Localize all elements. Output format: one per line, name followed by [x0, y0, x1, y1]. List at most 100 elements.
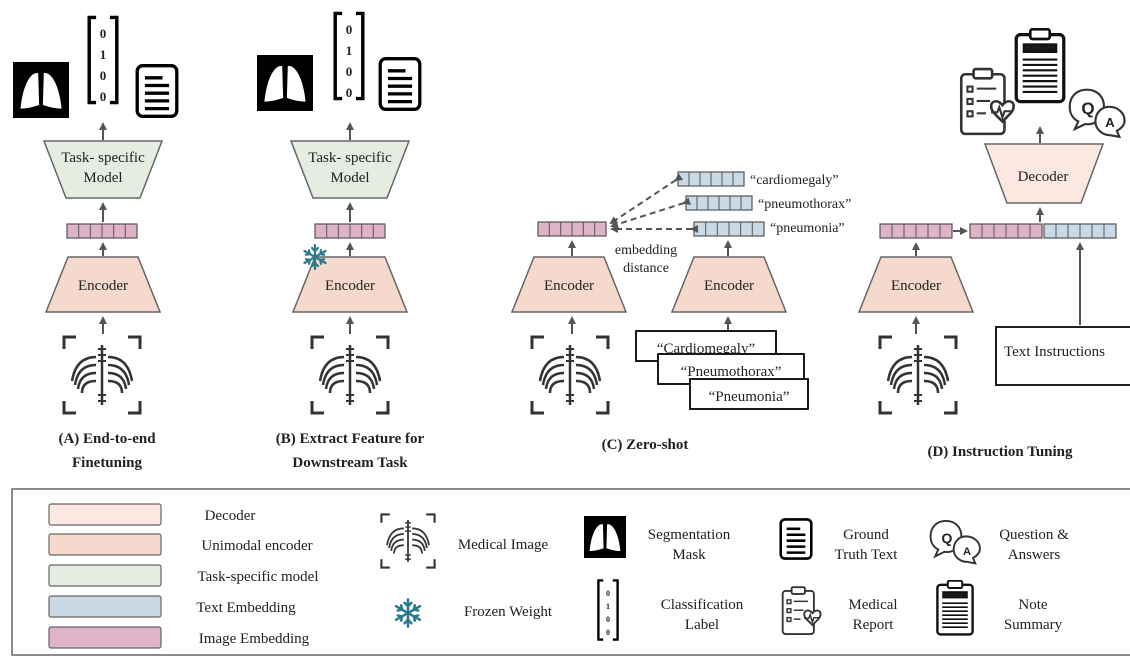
- svg-text:Ground: Ground: [843, 527, 889, 543]
- prompt-cards: “Cardiomegaly” “Pneumothorax” “Pneumonia…: [635, 330, 809, 410]
- svg-text:Label: Label: [685, 617, 719, 633]
- svg-text:Medical Image: Medical Image: [458, 537, 549, 553]
- question-answers-icon: Q A: [1068, 88, 1126, 138]
- legend: Decoder Unimodal encoder Task-specific m…: [11, 488, 1130, 656]
- medical-report-icon: [959, 67, 1016, 136]
- svg-text:Medical: Medical: [848, 597, 897, 613]
- ground-truth-text-icon: [779, 518, 813, 560]
- legend-swatch-task-specific-model: [48, 564, 162, 587]
- classification-label-icon: 0 1 0 0: [89, 17, 117, 104]
- svg-text:“Pneumothorax”: “Pneumothorax”: [681, 364, 782, 380]
- svg-text:distance: distance: [623, 261, 669, 276]
- svg-text:“pneumonia”: “pneumonia”: [770, 221, 845, 236]
- text-instructions-box: Text Instructions: [995, 326, 1130, 386]
- text-encoder: [670, 256, 788, 313]
- svg-text:Question &: Question &: [999, 527, 1069, 543]
- svg-text:Task- specific: Task- specific: [61, 150, 145, 166]
- svg-text:Image Embedding: Image Embedding: [199, 631, 310, 647]
- medical-report-icon: [781, 586, 822, 636]
- classification-label-icon: 0 1 0 0: [335, 13, 363, 100]
- svg-text:Classification: Classification: [661, 597, 744, 613]
- chest-xray-icon: [530, 335, 610, 415]
- legend-swatch-image-embedding: [48, 626, 162, 649]
- image-embedding: [66, 223, 138, 239]
- svg-text:0: 0: [100, 68, 107, 83]
- chest-xray-icon: [310, 335, 390, 415]
- svg-text:“cardiomegaly”: “cardiomegaly”: [750, 173, 839, 188]
- svg-text:“Cardiomegaly”: “Cardiomegaly”: [657, 341, 755, 357]
- svg-text:Model: Model: [330, 170, 369, 186]
- legend-color-swatches: Decoder Unimodal encoder Task-specific m…: [48, 503, 319, 649]
- panel-a: 0 1 0 0 Task- specific Model Encoder (A)…: [13, 17, 179, 471]
- segmentation-mask-icon: [13, 62, 69, 118]
- svg-text:0: 0: [100, 26, 107, 41]
- encoder: [291, 256, 409, 313]
- svg-text:0: 0: [346, 85, 353, 100]
- svg-text:1: 1: [346, 43, 353, 58]
- svg-text:A: A: [963, 546, 971, 558]
- svg-text:1: 1: [606, 602, 610, 611]
- svg-text:0: 0: [346, 64, 353, 79]
- segmentation-mask-icon: [257, 55, 313, 111]
- svg-text:A: A: [1105, 115, 1115, 130]
- svg-text:(B) Extract Feature for: (B) Extract Feature for: [276, 431, 425, 447]
- task-specific-model: [289, 140, 411, 199]
- svg-text:0: 0: [606, 615, 610, 624]
- svg-text:Task-specific model: Task-specific model: [198, 569, 319, 585]
- svg-text:(C) Zero-shot: (C) Zero-shot: [602, 437, 689, 453]
- decoder: [983, 143, 1105, 204]
- encoder: [44, 256, 162, 313]
- svg-text:1: 1: [100, 47, 107, 62]
- chest-xray-icon: [878, 335, 958, 415]
- note-summary-icon: SUMMARY: [1014, 28, 1066, 104]
- svg-text:0: 0: [606, 589, 610, 598]
- note-summary-icon: SUMMARY: [936, 580, 974, 636]
- svg-text:Encoder: Encoder: [704, 278, 754, 294]
- svg-text:Model: Model: [83, 170, 122, 186]
- svg-text:embedding: embedding: [615, 243, 677, 258]
- svg-text:“Pneumonia”: “Pneumonia”: [709, 389, 790, 405]
- svg-text:Decoder: Decoder: [205, 508, 256, 524]
- svg-text:Note: Note: [1018, 597, 1048, 613]
- encoder: [857, 256, 975, 313]
- svg-text:Encoder: Encoder: [891, 278, 941, 294]
- svg-text:(A) End-to-end: (A) End-to-end: [58, 431, 156, 447]
- svg-text:Truth Text: Truth Text: [835, 547, 899, 563]
- svg-text:0: 0: [100, 89, 107, 104]
- legend-swatch-decoder: [48, 503, 162, 526]
- image-embedding: [879, 223, 953, 239]
- svg-text:Finetuning: Finetuning: [72, 455, 143, 471]
- text-embedding-pneumothorax: [685, 195, 753, 211]
- classification-label-icon: 0 1 0 0: [596, 578, 620, 642]
- text-embedding-pneumonia: [693, 221, 765, 237]
- image-embedding: [314, 223, 386, 239]
- svg-text:Encoder: Encoder: [78, 278, 128, 294]
- task-specific-model: [42, 140, 164, 199]
- svg-text:Encoder: Encoder: [325, 278, 375, 294]
- svg-text:SUMMARY: SUMMARY: [942, 593, 968, 599]
- ground-truth-text-icon: [378, 56, 422, 112]
- svg-text:Unimodal encoder: Unimodal encoder: [201, 538, 312, 554]
- legend-swatch-text-embedding: [48, 595, 162, 618]
- svg-text:Answers: Answers: [1008, 547, 1061, 563]
- panel-c: “cardiomegaly” “pneumothorax” “pneumonia…: [510, 171, 851, 453]
- panel-b: 0 1 0 0 Task- specific Model Encoder (B)…: [257, 13, 425, 471]
- svg-text:Segmentation: Segmentation: [648, 527, 731, 543]
- ground-truth-text-icon: [135, 63, 179, 119]
- snowflake-icon: [394, 598, 422, 628]
- svg-text:“pneumothorax”: “pneumothorax”: [758, 197, 851, 212]
- question-answers-icon: Q A: [929, 519, 981, 565]
- text-embedding-cardiomegaly: [677, 171, 745, 187]
- svg-text:Q: Q: [942, 530, 953, 546]
- image-encoder: [510, 256, 628, 313]
- decoder-input-image-embedding: [969, 223, 1043, 239]
- svg-text:Q: Q: [1081, 99, 1094, 118]
- svg-text:Decoder: Decoder: [1018, 169, 1069, 185]
- image-embedding: [537, 221, 607, 237]
- svg-text:(D) Instruction Tuning: (D) Instruction Tuning: [927, 444, 1073, 460]
- svg-text:Mask: Mask: [672, 547, 706, 563]
- svg-text:0: 0: [346, 22, 353, 37]
- svg-text:Summary: Summary: [1004, 617, 1063, 633]
- medical-image-icon: [380, 513, 436, 569]
